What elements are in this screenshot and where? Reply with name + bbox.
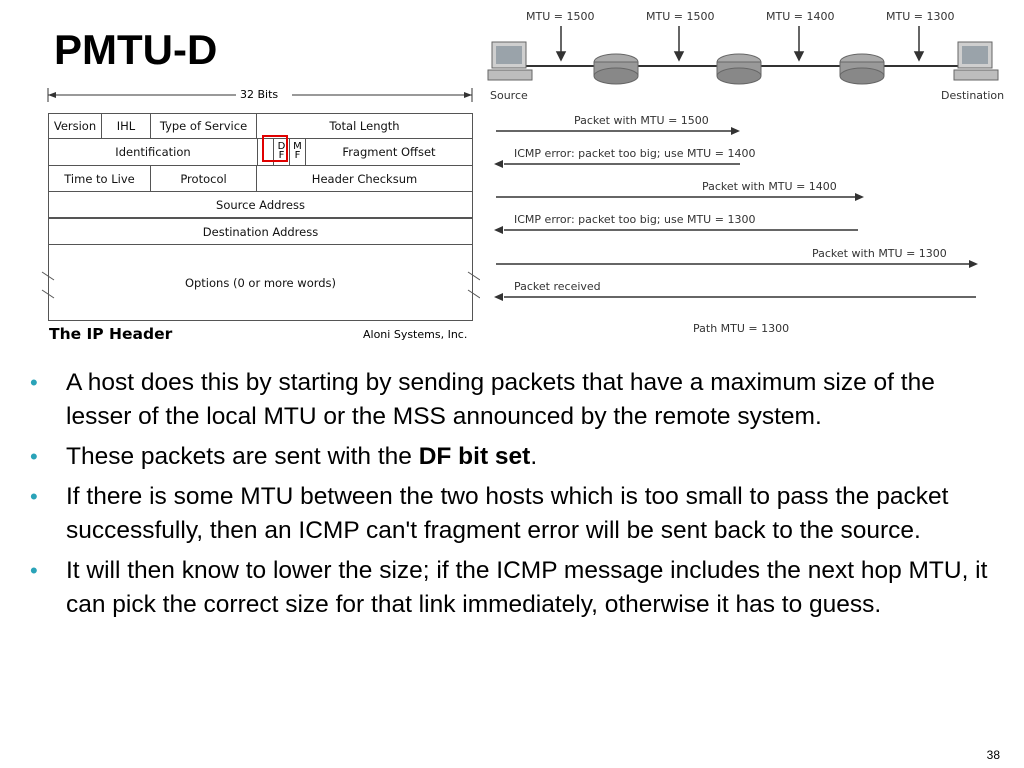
message-label: Packet received <box>514 280 601 293</box>
field-fragment-offset: Fragment Offset <box>305 138 473 166</box>
message-label: Packet with MTU = 1400 <box>702 180 837 193</box>
bullet-dot-icon: • <box>30 558 38 583</box>
source-computer-icon <box>487 41 533 81</box>
field-time-to-live: Time to Live <box>48 165 151 192</box>
field-destination-address: Destination Address <box>48 218 473 245</box>
bullet-item: • If there is some MTU between the two h… <box>28 480 998 548</box>
arrow-right-icon <box>969 260 978 268</box>
bold-term: DF bit set <box>418 443 531 470</box>
message-label: Packet with MTU = 1300 <box>812 247 947 260</box>
pmtu-network-diagram: MTU = 1500 MTU = 1500 MTU = 1400 MTU = 1… <box>486 4 1016 344</box>
arrow-left-icon <box>494 160 503 168</box>
mtu-pointer-arrows <box>555 26 925 62</box>
field-source-address: Source Address <box>48 191 473 218</box>
message-label: Packet with MTU = 1500 <box>574 114 709 127</box>
message-label: ICMP error: packet too big; use MTU = 14… <box>514 147 755 160</box>
destination-computer-icon <box>953 41 999 81</box>
router-icon <box>839 53 885 85</box>
bullet-list: • A host does this by starting by sendin… <box>28 366 998 628</box>
path-mtu-label: Path MTU = 1300 <box>693 322 789 335</box>
mtu-label: MTU = 1300 <box>886 10 954 23</box>
message-label: ICMP error: packet too big; use MTU = 13… <box>514 213 755 226</box>
bullet-item: • These packets are sent with the DF bit… <box>28 440 998 474</box>
bullet-dot-icon: • <box>30 444 38 469</box>
destination-label: Destination <box>941 89 1004 102</box>
df-flag-label: D F <box>277 141 286 161</box>
arrow-right-icon <box>731 127 740 135</box>
field-type-of-service: Type of Service <box>150 113 257 139</box>
page-number: 38 <box>986 748 1000 762</box>
router-icon <box>593 53 639 85</box>
mf-flag-label: M F <box>293 141 302 161</box>
field-identification: Identification <box>48 138 258 166</box>
field-ihl: IHL <box>101 113 151 139</box>
bullet-item: • It will then know to lower the size; i… <box>28 554 998 622</box>
mtu-label: MTU = 1400 <box>766 10 834 23</box>
bullet-dot-icon: • <box>30 484 38 509</box>
bit-width-label: 32 Bits <box>240 88 279 101</box>
ip-header-caption: The IP Header <box>49 325 173 343</box>
source-label: Source <box>490 89 528 102</box>
arrow-left-icon <box>494 293 503 301</box>
field-protocol: Protocol <box>150 165 257 192</box>
df-highlight-box <box>262 135 288 162</box>
bullet-dot-icon: • <box>30 370 38 395</box>
bullet-item: • A host does this by starting by sendin… <box>28 366 998 434</box>
field-total-length: Total Length <box>256 113 473 139</box>
field-header-checksum: Header Checksum <box>256 165 473 192</box>
bit-width-arrow <box>41 88 480 299</box>
ip-header-figure: 32 Bits Version IHL Type of Service Tota… <box>40 84 480 346</box>
arrow-left-icon <box>494 226 503 234</box>
field-options: Options (0 or more words) <box>48 244 473 321</box>
slide-title: PMTU-D <box>54 26 218 73</box>
arrow-right-icon <box>855 193 864 201</box>
figure-credit: Aloni Systems, Inc. <box>363 328 468 341</box>
field-version: Version <box>48 113 102 139</box>
mtu-label: MTU = 1500 <box>526 10 594 23</box>
mtu-label: MTU = 1500 <box>646 10 714 23</box>
router-icon <box>716 53 762 85</box>
